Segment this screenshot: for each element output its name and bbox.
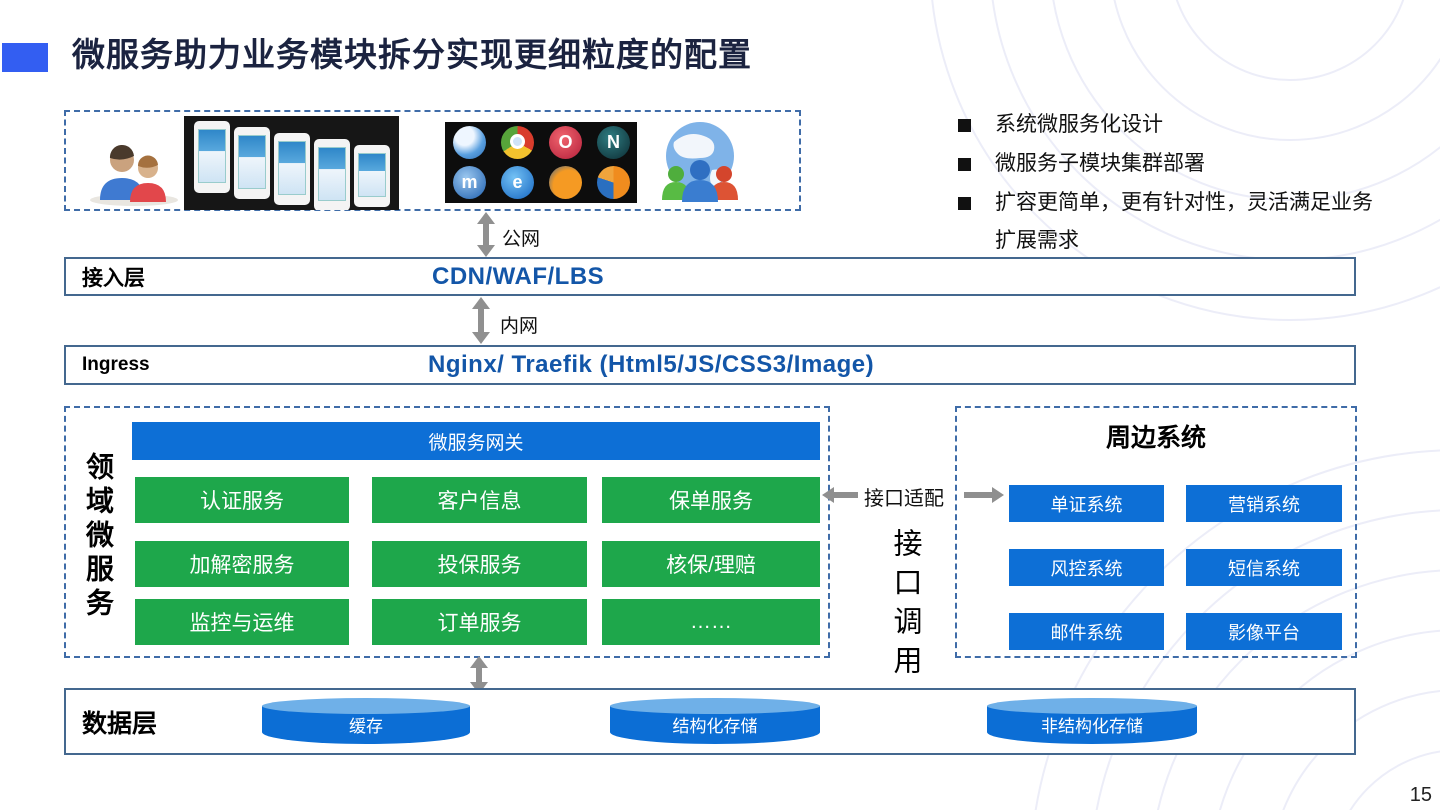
peripheral-system-box: 单证系统: [1009, 485, 1164, 522]
bullet-item: 扩容更简单，更有针对性，灵活满足业务扩展需求: [958, 184, 1398, 260]
peripheral-system-box: 营销系统: [1186, 485, 1342, 522]
bullet-text: 扩容更简单，更有针对性，灵活满足业务扩展需求: [995, 191, 1373, 252]
structured-storage-cylinder: 结构化存储: [610, 698, 820, 744]
page-number: 15: [1409, 784, 1432, 806]
adapter-arrow-left: [822, 487, 858, 503]
browser-swirl-icon: [597, 166, 630, 199]
bullet-square-icon: [958, 158, 971, 171]
public-network-arrow: [477, 212, 495, 257]
public-network-label: 公网: [502, 229, 541, 250]
access-layer-value: CDN/WAF/LBS: [432, 262, 605, 290]
peripheral-system-box: 短信系统: [1186, 549, 1342, 586]
title-accent-bar: [2, 43, 48, 72]
ie-icon: e: [501, 166, 534, 199]
service-box: 加解密服务: [135, 541, 349, 587]
domain-microservices-label: 领域微服务: [83, 452, 114, 622]
access-layer-box: 接入层 CDN/WAF/LBS: [64, 257, 1356, 296]
bullet-item: 系统微服务化设计: [958, 106, 1398, 144]
cache-label: 缓存: [349, 717, 383, 736]
interface-adapter-label: 接口适配: [864, 488, 944, 510]
domain-microservices-box: 领域微服务 微服务网关 认证服务 客户信息 保单服务 加解密服务 投保服务 核保…: [64, 406, 830, 658]
ingress-layer-box: Ingress Nginx/ Traefik (Html5/JS/CSS3/Im…: [64, 345, 1356, 385]
peripheral-system-box: 影像平台: [1186, 613, 1342, 650]
firefox-icon: [549, 166, 582, 199]
service-box: 核保/理赔: [602, 541, 820, 587]
bullet-text: 系统微服务化设计: [995, 113, 1163, 136]
unstructured-storage-label: 非结构化存储: [1041, 717, 1143, 736]
maxthon-icon: m: [453, 166, 486, 199]
data-layer-box: 数据层 缓存 结构化存储 非结构化存储: [64, 688, 1356, 755]
service-box: 订单服务: [372, 599, 587, 645]
globe-community-icon: [662, 122, 738, 202]
service-box: ……: [602, 599, 820, 645]
access-layer-label: 接入层: [82, 266, 145, 290]
opera-icon: O: [549, 126, 582, 159]
peripheral-systems-box: 周边系统 单证系统 营销系统 风控系统 短信系统 邮件系统 影像平台: [955, 406, 1357, 658]
ingress-layer-value: Nginx/ Traefik (Html5/JS/CSS3/Image): [428, 351, 875, 378]
globe-browser-icon: [453, 126, 486, 159]
service-box: 监控与运维: [135, 599, 349, 645]
adapter-arrow-right: [964, 487, 1004, 503]
peripheral-system-box: 邮件系统: [1009, 613, 1164, 650]
users-icon: [90, 144, 178, 206]
page-title: 微服务助力业务模块拆分实现更细粒度的配置: [72, 36, 752, 73]
interface-call-label: 接口调用: [889, 528, 921, 684]
bullet-item: 微服务子模块集群部署: [958, 145, 1398, 183]
netscape-icon: N: [597, 126, 630, 159]
data-layer-label: 数据层: [82, 709, 158, 738]
peripheral-system-box: 风控系统: [1009, 549, 1164, 586]
mobile-apps-image: [184, 116, 399, 210]
bullet-square-icon: [958, 119, 971, 132]
chrome-icon: [501, 126, 534, 159]
service-box: 保单服务: [602, 477, 820, 523]
web-browsers-image: O N m e: [445, 122, 637, 203]
clients-strip: O N m e: [64, 110, 801, 211]
service-box: 投保服务: [372, 541, 587, 587]
unstructured-storage-cylinder: 非结构化存储: [987, 698, 1197, 744]
structured-storage-label: 结构化存储: [672, 717, 758, 736]
bullet-text: 微服务子模块集群部署: [995, 152, 1205, 175]
internal-network-arrow: [472, 297, 490, 344]
bullet-square-icon: [958, 197, 971, 210]
microservice-gateway-bar: 微服务网关: [132, 422, 820, 460]
service-box: 客户信息: [372, 477, 587, 523]
internal-network-label: 内网: [500, 316, 539, 337]
cache-cylinder: 缓存: [262, 698, 470, 744]
service-box: 认证服务: [135, 477, 349, 523]
bullet-list: 系统微服务化设计 微服务子模块集群部署 扩容更简单，更有针对性，灵活满足业务扩展…: [958, 106, 1398, 261]
peripheral-systems-title: 周边系统: [1105, 424, 1206, 452]
ingress-layer-label: Ingress: [82, 354, 150, 375]
